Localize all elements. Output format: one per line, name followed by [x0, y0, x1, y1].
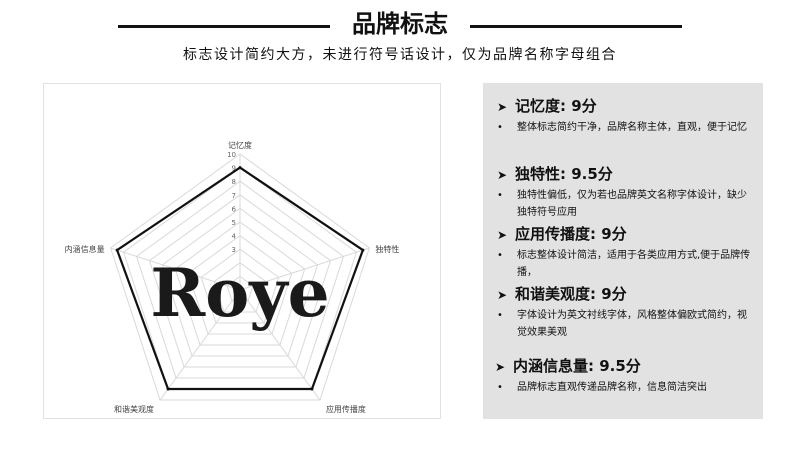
arrow-icon: ➤	[497, 100, 508, 114]
criterion-description: 品牌标志直观传递品牌名称，信息简洁突出	[517, 382, 707, 393]
data-series-outline	[115, 166, 365, 391]
tick-label: 6	[232, 205, 237, 213]
grid-ring	[213, 262, 267, 313]
grid-ring	[174, 221, 306, 346]
bullet-icon: •	[497, 122, 503, 133]
criterion-description: 字体设计为英文衬线字体，风格整体偏欧式简约，视觉效果美观	[517, 310, 747, 338]
data-point	[361, 248, 365, 252]
criterion-description: 独特性偏低，仅为若也品牌英文名称字体设计，缺少独特符号应用	[517, 190, 747, 218]
title-divider-left	[118, 25, 330, 28]
criterion-label: 独特性: 9.5分	[515, 165, 613, 183]
criterion-label: 和谐美观度: 9分	[515, 285, 627, 303]
axis-label: 内涵信息量	[65, 244, 105, 254]
axis-label: 和谐美观度	[114, 404, 154, 414]
tick-label: 10	[227, 151, 236, 159]
bullet-icon: •	[497, 190, 503, 201]
page-subtitle: 标志设计简约大方，未进行符号话设计，仅为品牌名称字母组合	[183, 47, 617, 63]
grid-ring	[200, 248, 280, 324]
data-point	[166, 387, 170, 391]
grid-ring	[226, 275, 254, 302]
tick-label: 7	[232, 192, 236, 200]
data-point	[238, 166, 242, 170]
grid-spoke	[239, 289, 321, 401]
data-point	[115, 248, 119, 252]
criterion-description: 整体标志简约干净，品牌名称主体，直观，便于记忆	[517, 122, 747, 133]
title-divider-right	[470, 25, 682, 28]
grid-spoke	[110, 247, 241, 291]
page-title: 品牌标志	[352, 10, 448, 38]
grid-ring	[110, 153, 370, 401]
arrow-icon: ➤	[497, 228, 508, 242]
tick-label: 5	[232, 219, 236, 227]
brand-logo: Roye	[150, 254, 329, 332]
tick-label: 4	[232, 233, 237, 241]
bullet-icon: •	[497, 310, 503, 321]
bullet-icon: •	[497, 250, 503, 261]
arrow-icon: ➤	[497, 168, 508, 182]
grid-ring	[161, 207, 319, 357]
axis-label: 应用传播度	[326, 404, 366, 414]
criterion-label: 内涵信息量: 9.5分	[513, 357, 641, 375]
axis-label: 记忆度	[228, 140, 252, 150]
grid-ring	[135, 180, 345, 379]
grid-spoke	[159, 289, 241, 401]
data-point	[310, 387, 314, 391]
criteria-panel: ➤ 记忆度: 9分 • 整体标志简约干净，品牌名称主体，直观，便于记忆 ➤ 独特性: …	[483, 83, 763, 419]
arrow-icon: ➤	[495, 360, 506, 374]
grid-ring	[187, 234, 293, 335]
arrow-icon: ➤	[497, 288, 508, 302]
bullet-icon: •	[497, 382, 503, 393]
tick-label: 8	[232, 178, 236, 186]
axis-label: 独特性	[375, 244, 399, 254]
grid-ring	[148, 194, 332, 368]
criterion-label: 记忆度: 9分	[515, 97, 597, 115]
tick-label: 3	[232, 246, 236, 254]
tick-label: 9	[232, 165, 236, 173]
grid-spoke	[239, 247, 370, 291]
page-header: 品牌标志	[0, 8, 800, 40]
criterion-description: 标志整体设计简洁，适用于各类应用方式,便于品牌传播，	[517, 250, 751, 278]
criterion-label: 应用传播度: 9分	[515, 225, 627, 243]
